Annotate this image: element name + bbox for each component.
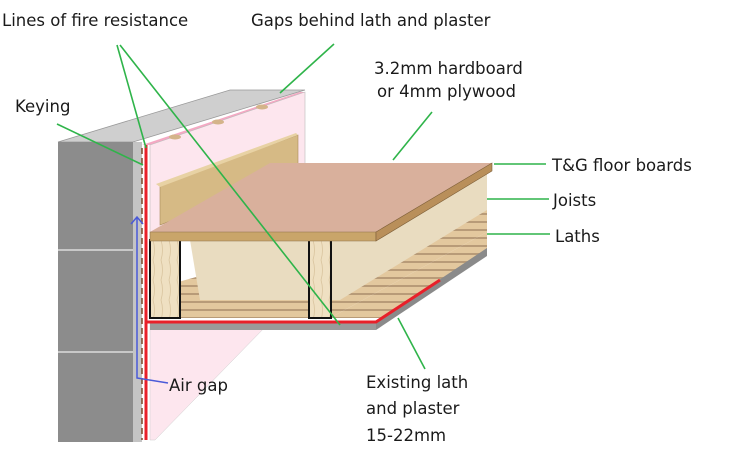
leader-gaps — [279, 43, 335, 94]
leader-lines — [56, 43, 550, 370]
masonry-wall — [57, 89, 306, 442]
fire-resistance-lines — [141, 145, 441, 440]
label-joists: Joists — [552, 191, 596, 210]
joist-end — [149, 239, 181, 319]
floor-boards — [149, 162, 493, 242]
leader-fire-ceiling — [119, 44, 341, 326]
plaster-underside-front — [150, 322, 376, 330]
air-gap-arrowhead — [130, 215, 144, 225]
skirting-top — [156, 133, 298, 187]
label-hardboard-2: or 4mm plywood — [377, 82, 516, 101]
air-gap-line — [136, 218, 169, 384]
label-laths: Laths — [555, 227, 600, 246]
label-hardboard-1: 3.2mm hardboard — [374, 59, 523, 78]
label-keying: Keying — [15, 97, 70, 116]
joist-end — [308, 239, 332, 319]
plaster-underside-side — [376, 248, 487, 330]
ceiling-plaster — [150, 248, 487, 330]
label-gaps: Gaps behind lath and plaster — [251, 11, 491, 30]
label-existing-1: Existing lath — [366, 373, 468, 392]
keying-blob — [169, 134, 181, 140]
leader-existing — [397, 317, 426, 370]
leader-fire-wall — [116, 44, 147, 149]
label-existing-2: and plaster — [366, 399, 460, 418]
leader-hardboard — [392, 111, 433, 161]
lath-right-end — [330, 232, 487, 318]
fire-line-ceiling — [146, 278, 441, 324]
floorboard-front-edge — [149, 231, 377, 242]
hardboard-top — [150, 163, 492, 232]
floorboard-side-edge — [375, 162, 493, 242]
label-floorboards: T&G floor boards — [551, 156, 692, 175]
wall-front-face — [58, 142, 133, 442]
keying-blob — [212, 119, 224, 125]
keying-blob — [256, 104, 268, 110]
label-air-gap: Air gap — [169, 376, 228, 395]
leader-keying — [56, 123, 144, 166]
air-gap-arrow — [130, 215, 169, 384]
label-fire-resistance: Lines of fire resistance — [2, 11, 188, 30]
label-existing-3: 15-22mm — [366, 426, 446, 445]
